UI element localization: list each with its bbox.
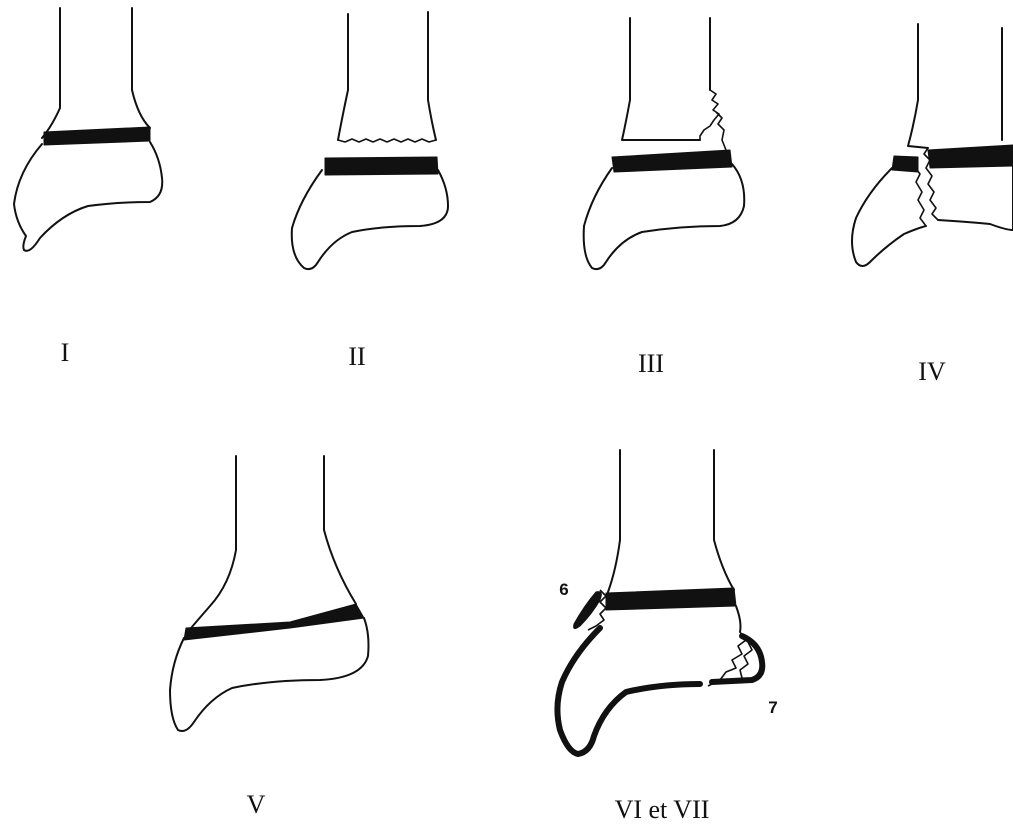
bone-shaft-outline xyxy=(338,14,348,140)
fracture-line xyxy=(700,90,719,140)
panel-type-iii: III xyxy=(584,18,745,378)
growth-plate xyxy=(606,588,736,610)
growth-plate xyxy=(612,150,732,172)
panel-type-i: I xyxy=(14,8,162,367)
panel-label: II xyxy=(348,342,365,371)
panel-type-iv: IV xyxy=(852,24,1013,386)
growth-plate xyxy=(892,156,918,172)
growth-plate xyxy=(325,157,438,175)
panel-label: IV xyxy=(918,357,946,386)
epiphysis-outline xyxy=(292,170,448,269)
bone-shaft-outline xyxy=(908,24,928,148)
panel-label: I xyxy=(61,338,70,367)
panel-type-v: V xyxy=(170,456,369,819)
fracture-line xyxy=(338,139,436,142)
panel-label: VI et VII xyxy=(615,795,710,824)
bone-shaft-outline xyxy=(428,12,436,140)
panel-label: V xyxy=(247,790,266,819)
epiphysis-outline xyxy=(938,220,1013,230)
growth-plate xyxy=(928,145,1013,168)
fracture-line xyxy=(716,112,726,150)
bone-shaft-outline xyxy=(622,18,700,140)
bone-shaft-outline xyxy=(324,456,356,604)
panel-label: III xyxy=(638,349,664,378)
panel-type-vi-vii: 6 7 VI et VII xyxy=(557,450,777,824)
fragment-label-7: 7 xyxy=(768,698,777,717)
fracture-fragment-7 xyxy=(712,636,762,682)
epiphysis-outline xyxy=(736,606,741,632)
epiphysis-outline xyxy=(584,164,745,269)
growth-plate xyxy=(184,604,364,640)
fracture-fragment-6 xyxy=(574,592,602,629)
bone-shaft-outline xyxy=(186,456,236,634)
epiphysis-outline xyxy=(14,142,162,251)
bone-shaft-outline xyxy=(714,450,734,590)
bone-shaft-outline xyxy=(608,450,620,592)
fracture-line xyxy=(914,158,926,226)
epiphysis-outline xyxy=(852,168,926,266)
epiphysis-outline xyxy=(557,628,700,754)
fracture-line xyxy=(732,642,752,682)
bone-shaft-outline xyxy=(132,8,150,128)
panel-type-ii: II xyxy=(292,12,448,371)
fragment-label-6: 6 xyxy=(559,580,568,599)
growth-plate xyxy=(44,127,150,145)
bone-shaft-outline xyxy=(42,8,60,138)
